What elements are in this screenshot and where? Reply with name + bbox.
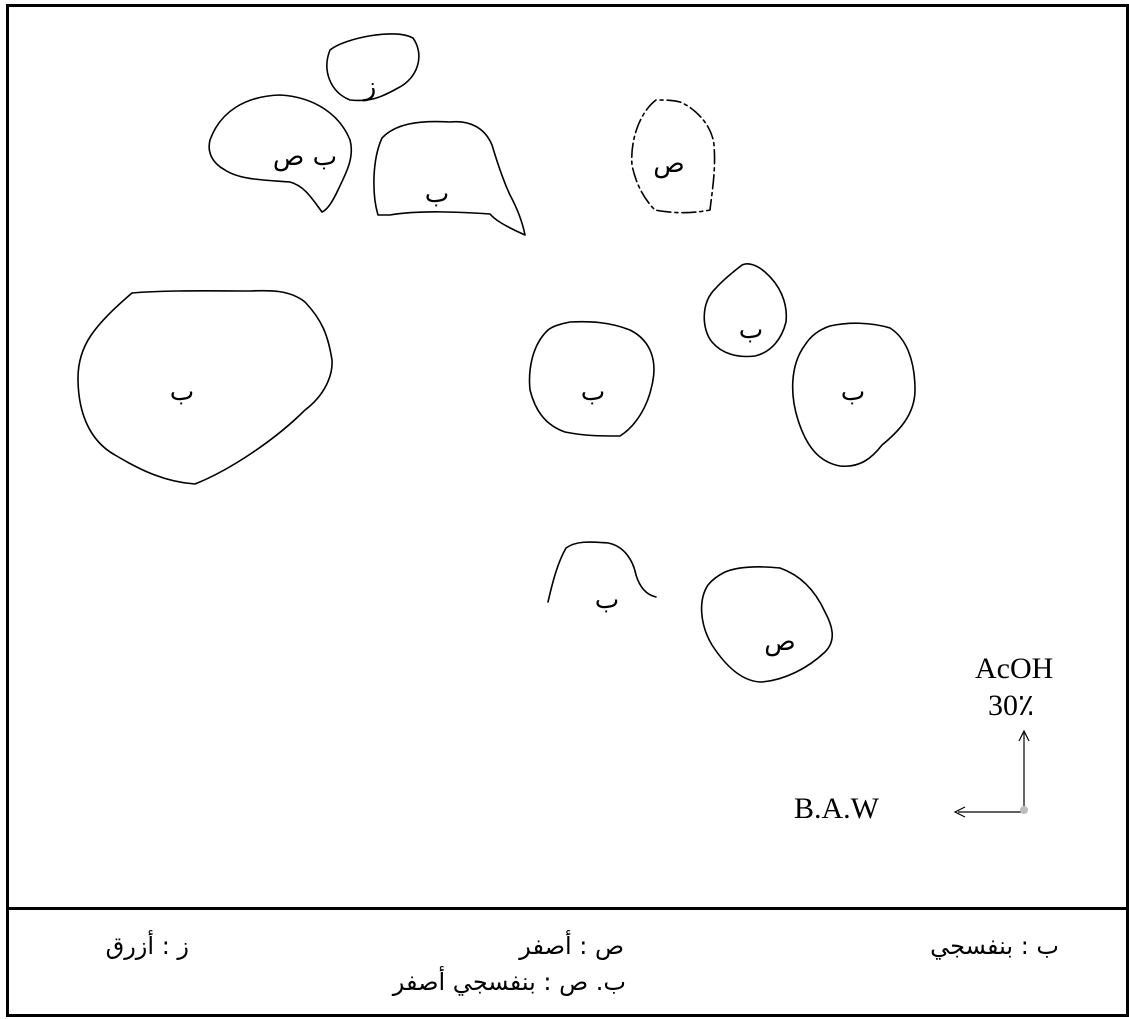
chromatogram-frame xyxy=(6,4,1129,1017)
vertical-arrow-head-icon xyxy=(1018,729,1030,742)
spot-1-label: ز xyxy=(362,72,377,102)
spot-labels: ز ب ص ب ص ب ب ب ب ب ص xyxy=(170,72,865,657)
spot-9-outline xyxy=(547,541,657,603)
legend-violet: ب : بنفسجي xyxy=(930,932,1059,960)
spot-3-outline xyxy=(373,120,526,236)
spot-10-label: ص xyxy=(764,627,795,657)
legend-blue: ز : أزرق xyxy=(105,932,189,960)
vertical-solvent-percent: 30٪ xyxy=(988,689,1035,722)
horizontal-solvent-label: B.A.W xyxy=(794,792,879,825)
spot-8-label: ب xyxy=(841,377,865,407)
legend-yellow: ص : أصفر xyxy=(519,932,624,960)
spot-2-outline xyxy=(208,94,353,213)
spot-10-outline xyxy=(700,566,833,683)
spot-6-outline xyxy=(528,320,655,437)
spot-4-outline xyxy=(630,99,716,214)
spot-8-outline xyxy=(791,322,916,468)
origin-dot xyxy=(1020,806,1028,814)
spot-9-label: ب xyxy=(595,585,619,615)
legend-divider xyxy=(9,907,1126,910)
spot-1-outline xyxy=(326,33,420,102)
spot-6-label: ب xyxy=(581,377,605,407)
spot-7-label: ب xyxy=(739,315,763,345)
spot-3-label: ب xyxy=(425,179,449,209)
horizontal-arrow-head-icon xyxy=(953,806,966,818)
spot-5-outline xyxy=(77,289,333,485)
vertical-solvent-label: AcOH xyxy=(975,652,1054,685)
spot-7-outline xyxy=(703,263,788,358)
spot-4-label: ص xyxy=(653,149,684,179)
spot-5-label: ب xyxy=(170,377,194,407)
legend-violet-yellow: ب. ص : بنفسجي أصفر xyxy=(392,968,626,996)
spot-2-label: ب ص xyxy=(273,142,337,172)
